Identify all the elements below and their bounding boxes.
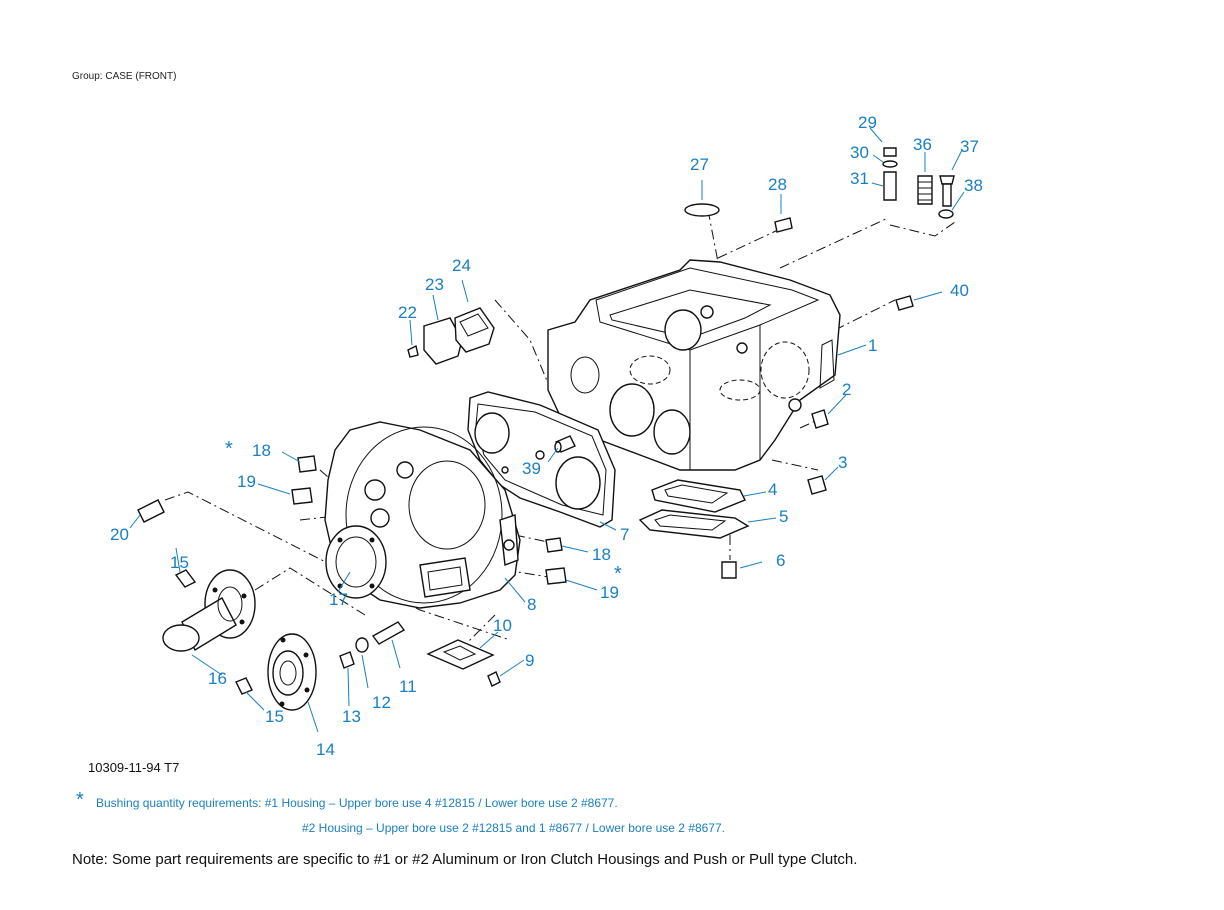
- callout-18a: 18: [252, 441, 271, 460]
- callout-labels: 1 2 3 4 5 6 7 8 9 10 11 12 13 14 15 15 1…: [110, 113, 983, 759]
- callout-28: 28: [768, 175, 787, 194]
- callout-19b: 19: [600, 583, 619, 602]
- cover-plates-23-24: [407, 307, 495, 365]
- callout-14: 14: [316, 740, 335, 759]
- callout-12: 12: [372, 693, 391, 712]
- group-label: Group: CASE (FRONT): [72, 71, 177, 82]
- callout-38: 38: [964, 176, 983, 195]
- figure-id: 10309-11-94 T7: [88, 760, 180, 775]
- asterisk-marker-upper: *: [225, 438, 233, 460]
- callout-9: 9: [525, 651, 534, 670]
- callout-10: 10: [493, 616, 512, 635]
- callout-18b: 18: [592, 545, 611, 564]
- callout-39: 39: [522, 459, 541, 478]
- inspection-cover-10: [426, 639, 495, 670]
- callout-7: 7: [620, 525, 629, 544]
- callout-22: 22: [398, 303, 417, 322]
- callout-37: 37: [960, 137, 979, 156]
- cover-plate-4-and-gasket-5: [638, 479, 750, 539]
- callout-27: 27: [690, 155, 709, 174]
- callout-leaders: [129, 127, 965, 733]
- callout-16: 16: [208, 669, 227, 688]
- quill-16: [162, 569, 256, 652]
- fasteners: [137, 147, 955, 695]
- callout-6: 6: [776, 551, 785, 570]
- callout-36: 36: [913, 135, 932, 154]
- retainer-ring-17: [325, 525, 387, 599]
- footnote-line-1: Bushing quantity requirements: #1 Housin…: [96, 796, 618, 810]
- callout-3: 3: [838, 453, 847, 472]
- callout-30: 30: [850, 143, 869, 162]
- callout-20: 20: [110, 525, 129, 544]
- callout-15a: 15: [170, 553, 189, 572]
- callout-13: 13: [342, 707, 361, 726]
- note-text: Note: Some part requirements are specifi…: [72, 851, 858, 868]
- callout-15b: 15: [265, 707, 284, 726]
- gasket-plate: [467, 391, 616, 528]
- callout-29: 29: [858, 113, 877, 132]
- callout-5: 5: [779, 507, 788, 526]
- callout-31: 31: [850, 169, 869, 188]
- callout-11: 11: [399, 677, 417, 696]
- callout-8: 8: [527, 595, 536, 614]
- bearing-cap-14: [267, 633, 317, 711]
- asterisk-marker-lower: *: [614, 563, 622, 585]
- transmission-case: [547, 259, 841, 471]
- footnote-line-2: #2 Housing – Upper bore use 2 #12815 and…: [302, 821, 725, 835]
- callout-24: 24: [452, 256, 471, 275]
- callout-2: 2: [842, 380, 851, 399]
- callout-4: 4: [768, 480, 777, 499]
- callout-1: 1: [868, 336, 877, 355]
- callout-19a: 19: [237, 472, 256, 491]
- callout-23: 23: [425, 275, 444, 294]
- callout-17: 17: [329, 590, 348, 609]
- callout-40: 40: [950, 281, 969, 300]
- footnote-asterisk: *: [76, 789, 84, 811]
